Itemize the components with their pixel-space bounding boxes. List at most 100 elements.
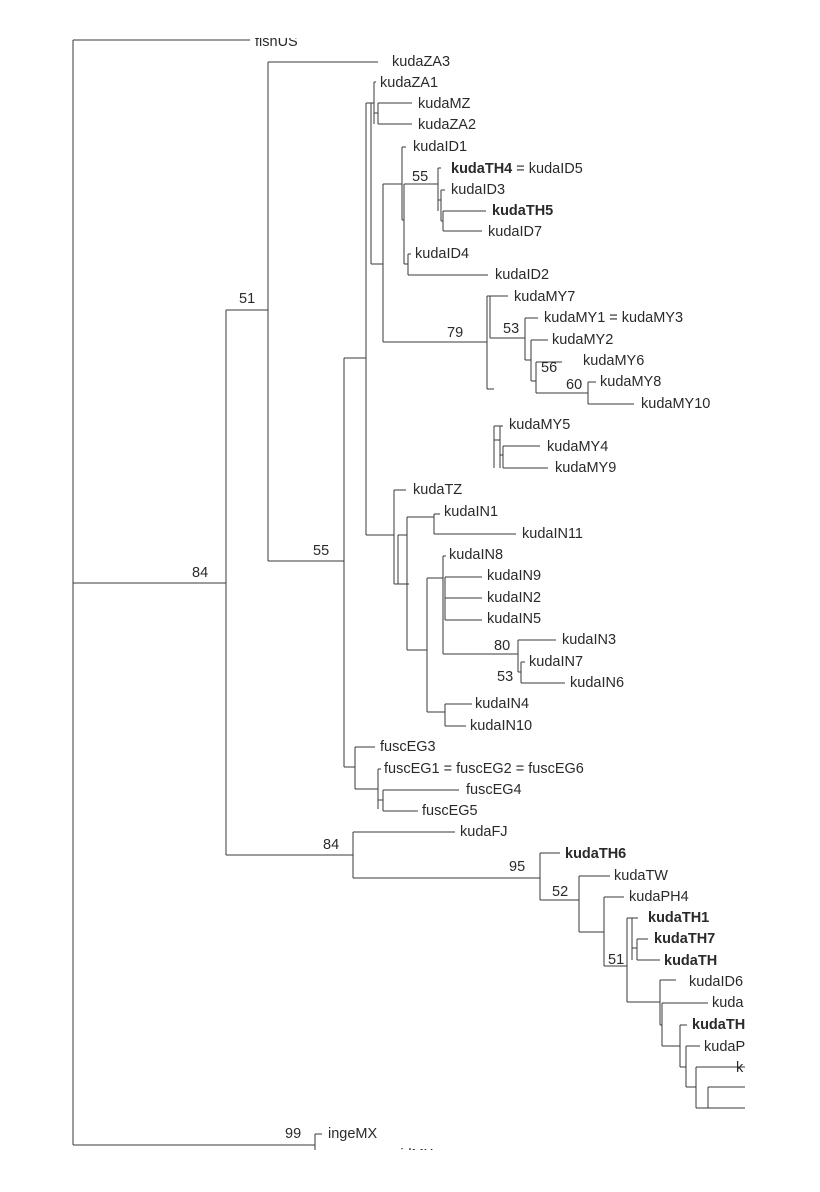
tip-name: kudaID7 (488, 224, 542, 240)
tree-branches (72, 39, 745, 1156)
tip-name: kudaMY8 (600, 374, 661, 390)
support-value-bs-in7: 53 (497, 669, 513, 685)
tip-label-kudath5: kudaTH5 (492, 203, 553, 219)
tip-name: kudaID6 (689, 974, 743, 990)
tip-label-fusceg1: fuscEG1 = fuscEG2 = fuscEG6 (384, 761, 584, 777)
tip-labels: fishUSkudaZA3kudaZA1kudaMZkudaZA2kudaID1… (255, 34, 745, 1163)
tip-label-kudath1: kudaTH1 (648, 910, 709, 926)
support-value-bs-th6: 95 (509, 859, 525, 875)
tip-name: k (736, 1060, 744, 1076)
tip-label-kudain5: kudaIN5 (487, 611, 541, 627)
tip-name: kudaTH (692, 1017, 745, 1033)
tip-name: kudaID2 (495, 267, 549, 283)
tip-name: kudaIN3 (562, 632, 616, 648)
tip-label-kudaza2: kudaZA2 (418, 117, 476, 133)
tip-name: kudaMY9 (555, 460, 616, 476)
tip-name: kudaIN2 (487, 590, 541, 606)
tip-name: kudaPH4 (629, 889, 689, 905)
tip-label-kudamy4: kudaMY4 (547, 439, 608, 455)
tip-name: kudaIN10 (470, 718, 532, 734)
tip-label-kudath4: kudaTH4 = kudaID5 (451, 161, 583, 177)
tip-name: kudaID4 (415, 246, 469, 262)
tip-label-kudaid4: kudaID4 (415, 246, 469, 262)
tip-name: kudaTH1 (648, 910, 709, 926)
tip-label-kudaid3: kudaID3 (451, 182, 505, 198)
tip-label-kudatw: kudaTW (614, 868, 668, 884)
tip-label-kudain1: kudaIN1 (444, 504, 498, 520)
tip-label-ingemx: ingeMX (328, 1126, 377, 1142)
tip-label-kudath6: kudaTH6 (565, 846, 626, 862)
tip-name: kudaMZ (418, 96, 471, 112)
tip-synonym: = kudaID5 (512, 161, 583, 177)
tip-label-kudafj: kudaFJ (460, 824, 508, 840)
tip-label-kudaza1: kudaZA1 (380, 75, 438, 91)
tip-label-kudaid1: kudaID1 (413, 139, 467, 155)
tip-label-kudain6: kudaIN6 (570, 675, 624, 691)
tip-label-kudamy2: kudaMY2 (552, 332, 613, 348)
tip-name: kudaZA2 (418, 117, 476, 133)
tip-label-kudaph4: kudaPH4 (629, 889, 689, 905)
tip-name: fuscEG4 (466, 782, 522, 798)
tip-name: kudaZA3 (392, 54, 450, 70)
support-value-bs-in3: 80 (494, 638, 510, 654)
tip-label-kudain8: kudaIN8 (449, 547, 503, 563)
tip-label-kudaid2: kudaID2 (495, 267, 549, 283)
tip-label-kudamy5: kudaMY5 (509, 417, 570, 433)
tip-label-k-trunc: k (736, 1060, 744, 1076)
support-value-bs-inge: 99 (285, 1126, 301, 1142)
tip-name: fuscEG1 = fuscEG2 = fuscEG6 (384, 761, 584, 777)
tip-label-kuda-trunc: kuda (712, 995, 744, 1011)
tip-name: kudaMY10 (641, 396, 710, 412)
tip-name: fuscEG5 (422, 803, 478, 819)
tip-name: kudaFJ (460, 824, 508, 840)
tip-label-kudamz: kudaMZ (418, 96, 471, 112)
tip-name: kudaIN7 (529, 654, 583, 670)
tip-label-kudain10: kudaIN10 (470, 718, 532, 734)
tip-name: kudaIN11 (522, 526, 583, 542)
tip-name: kudaMY7 (514, 289, 575, 305)
tip-name: kudaTH (664, 953, 717, 969)
tip-label-fusceg4: fuscEG4 (466, 782, 522, 798)
tip-name: kudaP (704, 1039, 745, 1055)
tip-name: kudaMY4 (547, 439, 608, 455)
tip-label-kudaza3: kudaZA3 (392, 54, 450, 70)
support-value-bs-my6: 56 (541, 360, 557, 376)
support-value-bs-tw: 52 (552, 884, 568, 900)
tip-name: kudaIN8 (449, 547, 503, 563)
tip-name: kudaTH5 (492, 203, 553, 219)
tip-name: kudaID1 (413, 139, 467, 155)
support-value-bs-my1: 53 (503, 321, 519, 337)
tip-label-kudamy1: kudaMY1 = kudaMY3 (544, 310, 683, 326)
tip-label-kudamy10: kudaMY10 (641, 396, 710, 412)
tip-label-kudain3: kudaIN3 (562, 632, 616, 648)
tip-label-fusceg3: fuscEG3 (380, 739, 436, 755)
tip-label-kudain4: kudaIN4 (475, 696, 529, 712)
tip-name: fuscEG3 (380, 739, 436, 755)
tip-label-kudain9: kudaIN9 (487, 568, 541, 584)
tip-label-kudamy7: kudaMY7 (514, 289, 575, 305)
tip-name: kudaZA1 (380, 75, 438, 91)
tip-label-kudath-trunc1: kudaTH (664, 953, 717, 969)
tip-name: ingeMX (328, 1126, 377, 1142)
support-value-bs-fj: 84 (323, 837, 339, 853)
tip-label-fusceg5: fuscEG5 (422, 803, 478, 819)
tip-label-kudamy8: kudaMY8 (600, 374, 661, 390)
support-value-bs-id-th4: 55 (412, 169, 428, 185)
top-crop-mask (0, 0, 820, 38)
tip-label-kudaid7: kudaID7 (488, 224, 542, 240)
tip-name: kudaIN6 (570, 675, 624, 691)
support-value-bs-clade-b: 55 (313, 543, 329, 559)
tip-name: kudaIN9 (487, 568, 541, 584)
tip-name: kudaIN5 (487, 611, 541, 627)
support-value-bs-my8: 60 (566, 377, 582, 393)
tip-label-kudap-trunc: kudaP (704, 1039, 745, 1055)
tip-label-kudain11: kudaIN11 (522, 526, 583, 542)
tip-label-kudain2: kudaIN2 (487, 590, 541, 606)
tip-name: kudaTH6 (565, 846, 626, 862)
support-value-bs-th7: 51 (608, 952, 624, 968)
tip-name: kuda (712, 995, 744, 1011)
tip-name: kudaMY5 (509, 417, 570, 433)
support-value-bs-my: 79 (447, 325, 463, 341)
